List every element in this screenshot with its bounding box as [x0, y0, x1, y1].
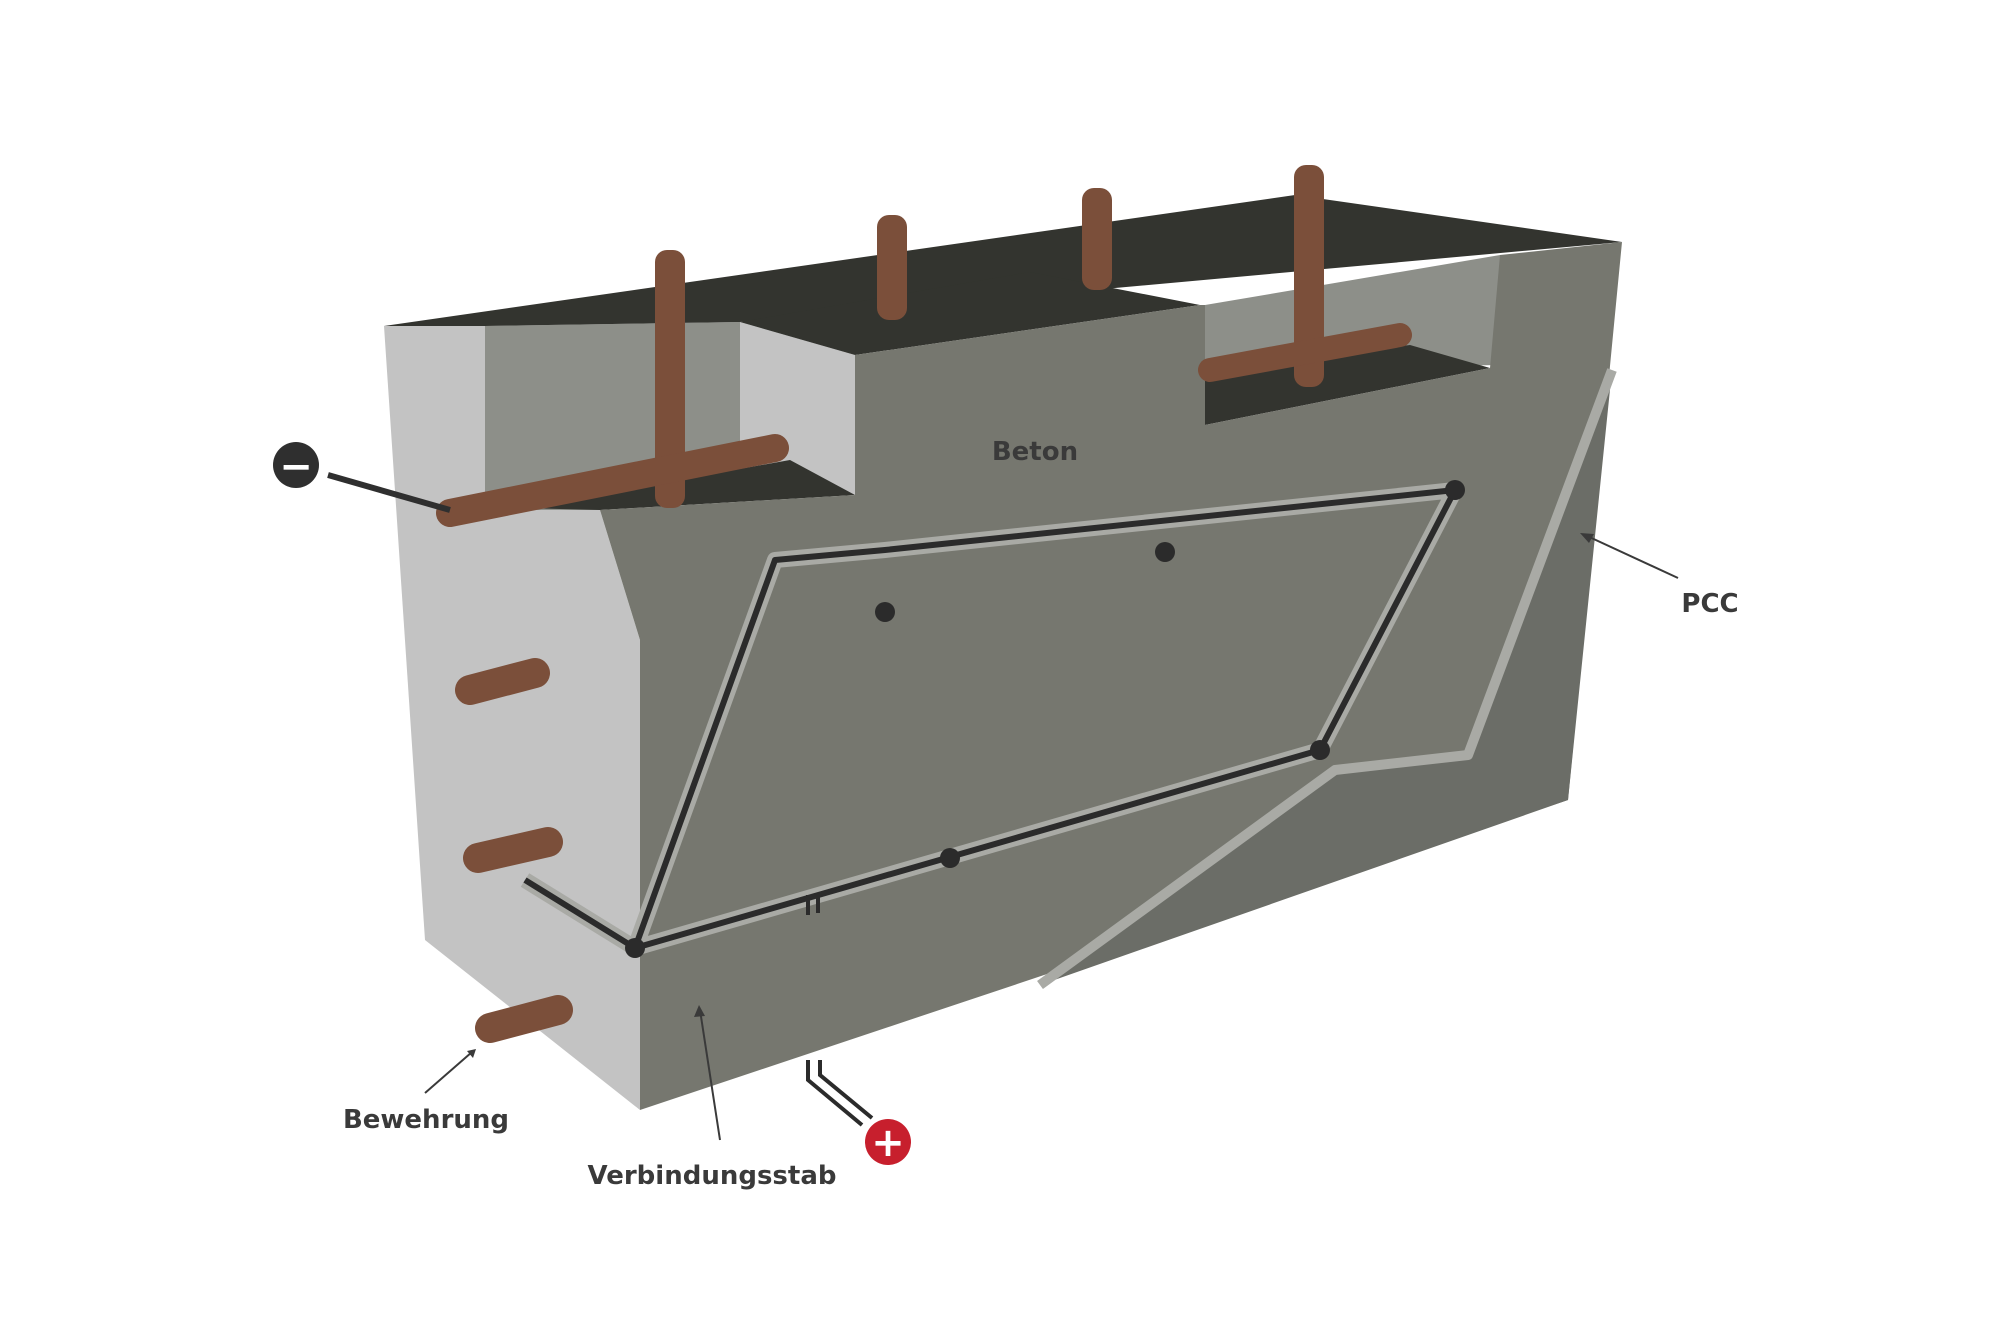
- negative-lead: [327, 472, 451, 513]
- label-pcc: PCC: [1681, 589, 1738, 619]
- positive-lead: [818, 1060, 874, 1120]
- notch-floor-left: [520, 460, 855, 510]
- rebar-stub: [475, 995, 573, 1043]
- block-front-face: [600, 242, 1622, 1110]
- negative-terminal-sign: −: [279, 444, 313, 490]
- rebar-stub: [463, 827, 563, 873]
- label-concrete: Beton: [992, 437, 1078, 467]
- labels: Beton PCC Bewehrung Verbindungsstab: [343, 437, 1739, 1191]
- rebar-horizontal: [1198, 323, 1412, 382]
- positive-lead: [806, 1060, 864, 1127]
- negative-terminal: −: [273, 442, 451, 513]
- reinforcement-leader: [424, 1051, 473, 1094]
- top-step: [740, 272, 1200, 355]
- anode-wire: [520, 480, 1465, 1127]
- positive-terminal: +: [865, 1119, 911, 1166]
- rebar-vertical: [1294, 165, 1324, 387]
- rebar-vertical: [877, 215, 907, 320]
- label-connector: Verbindungsstab: [588, 1161, 837, 1191]
- rebar-vertical: [655, 250, 685, 508]
- wire-node: [1445, 480, 1465, 500]
- connector-arrowhead: [694, 1005, 705, 1017]
- leader-lines: [424, 533, 1679, 1141]
- positive-terminal-sign: +: [871, 1120, 905, 1166]
- rebar-horizontal: [436, 434, 789, 527]
- connector-leader: [699, 1009, 721, 1141]
- wire-node: [875, 602, 895, 622]
- wire-node: [940, 848, 960, 868]
- concrete-block: [384, 195, 1622, 1110]
- wire-node: [1310, 740, 1330, 760]
- pcc-leader: [1584, 534, 1679, 579]
- label-reinforcement: Bewehrung: [343, 1105, 509, 1135]
- pcc-patch: [1040, 370, 1612, 985]
- rebar-group: [436, 165, 1412, 1043]
- positive-terminal-circle: [865, 1119, 911, 1165]
- negative-terminal-circle: [273, 442, 319, 488]
- rebar-stub: [455, 658, 550, 705]
- wire-node: [1155, 542, 1175, 562]
- pcc-patch-edge: [1037, 368, 1617, 990]
- pcc-arrowhead: [1580, 533, 1594, 543]
- wire-node: [625, 938, 645, 958]
- notch-wall-right: [1205, 255, 1500, 370]
- rebar-vertical: [1082, 188, 1112, 290]
- reinforcement-arrowhead: [467, 1049, 476, 1058]
